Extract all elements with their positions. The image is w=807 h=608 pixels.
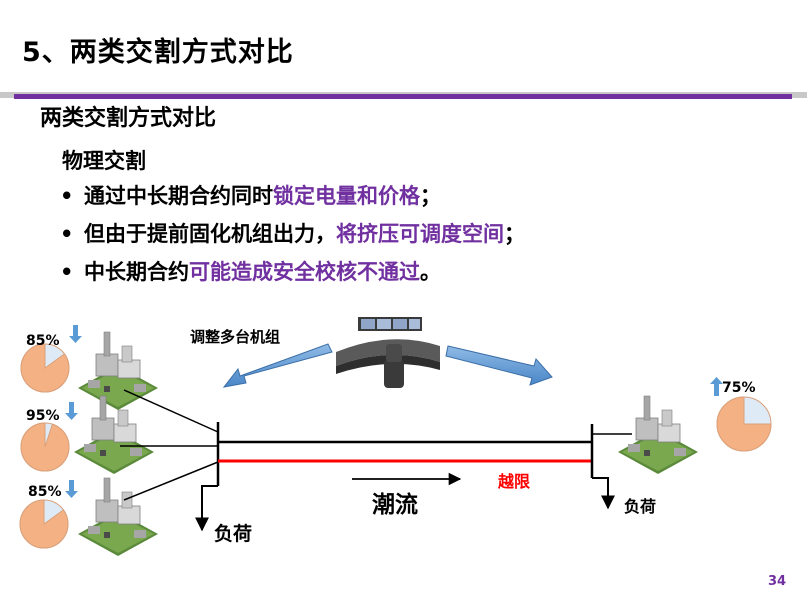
generator-share-pie xyxy=(716,396,772,452)
page-number: 34 xyxy=(768,574,787,589)
feeder-line xyxy=(123,461,219,501)
bullet-highlight: 可能造成安全校核不通过 xyxy=(189,260,420,284)
load-label-right: 负荷 xyxy=(624,497,656,516)
arrow-down-icon xyxy=(69,325,82,343)
bullet-dot: • xyxy=(60,260,74,284)
bullet-highlight: 将挤压可调度空间 xyxy=(336,222,504,246)
generator-share-pie xyxy=(20,422,70,472)
load-label-left: 负荷 xyxy=(214,522,252,545)
limit-label: 越限 xyxy=(497,472,531,491)
pie-filled-slice xyxy=(20,343,70,393)
generator-share-pie xyxy=(19,499,69,549)
generator-percent-label: 95% xyxy=(26,408,60,424)
bullet-dot: • xyxy=(60,184,74,208)
generator-percent-label: 75% xyxy=(722,380,756,396)
flow-label: 潮流 xyxy=(372,491,418,518)
bullet-text: 中长期合约 xyxy=(84,260,189,284)
bullet-text: 通过中长期合约同时 xyxy=(84,184,273,208)
arrow-to-left-generators xyxy=(222,343,333,388)
bullet-item: • 通过中长期合约同时锁定电量和价格； xyxy=(60,181,525,219)
arrow-down-icon xyxy=(65,402,78,420)
power-plant-icon xyxy=(77,477,159,557)
pie-filled-slice xyxy=(20,422,70,472)
bullet-punct: ； xyxy=(420,184,441,208)
generator-unit-left-2: 95% xyxy=(20,395,155,475)
load-arrow-right xyxy=(592,477,615,510)
generator-unit-left-1: 85% xyxy=(20,325,159,411)
generator-percent-label: 85% xyxy=(26,333,60,349)
bullet-list: •通过中长期合约同时锁定电量和价格； •但由于提前固化机组出力，将挤压可调度空间… xyxy=(60,181,525,295)
bullet-item: • 中长期合约可能造成安全校核不通过。 xyxy=(60,257,525,295)
feeder-line xyxy=(123,389,219,433)
pie-filled-slice xyxy=(716,396,772,452)
section-heading: 物理交割 xyxy=(62,149,146,173)
control-room-icon xyxy=(336,317,440,388)
bullet-dot: • xyxy=(60,222,74,246)
bullet-text: 但由于提前固化机组出力， xyxy=(84,222,336,246)
load-arrow-left xyxy=(195,485,218,532)
bullet-highlight: 锁定电量和价格 xyxy=(273,184,420,208)
bullet-punct: 。 xyxy=(420,260,441,284)
power-plant-icon xyxy=(77,331,159,411)
arrow-up-icon xyxy=(710,377,723,396)
control-label: 调整多台机组 xyxy=(190,328,280,346)
generator-share-pie xyxy=(20,343,70,393)
subtitle: 两类交割方式对比 xyxy=(40,106,217,131)
title-rule xyxy=(14,94,792,99)
generator-unit-left-3: 85% xyxy=(19,477,159,557)
arrow-to-right-generator xyxy=(445,345,553,386)
bullet-punct: ； xyxy=(504,222,525,246)
bullet-item: • 但由于提前固化机组出力，将挤压可调度空间； xyxy=(60,219,525,257)
generator-percent-label: 85% xyxy=(28,484,62,500)
generator-unit-right: 75% xyxy=(592,377,772,475)
power-plant-icon xyxy=(617,395,699,475)
arrow-down-icon xyxy=(65,480,78,498)
pie-filled-slice xyxy=(19,499,69,549)
slide-title: 5、两类交割方式对比 xyxy=(22,37,294,68)
